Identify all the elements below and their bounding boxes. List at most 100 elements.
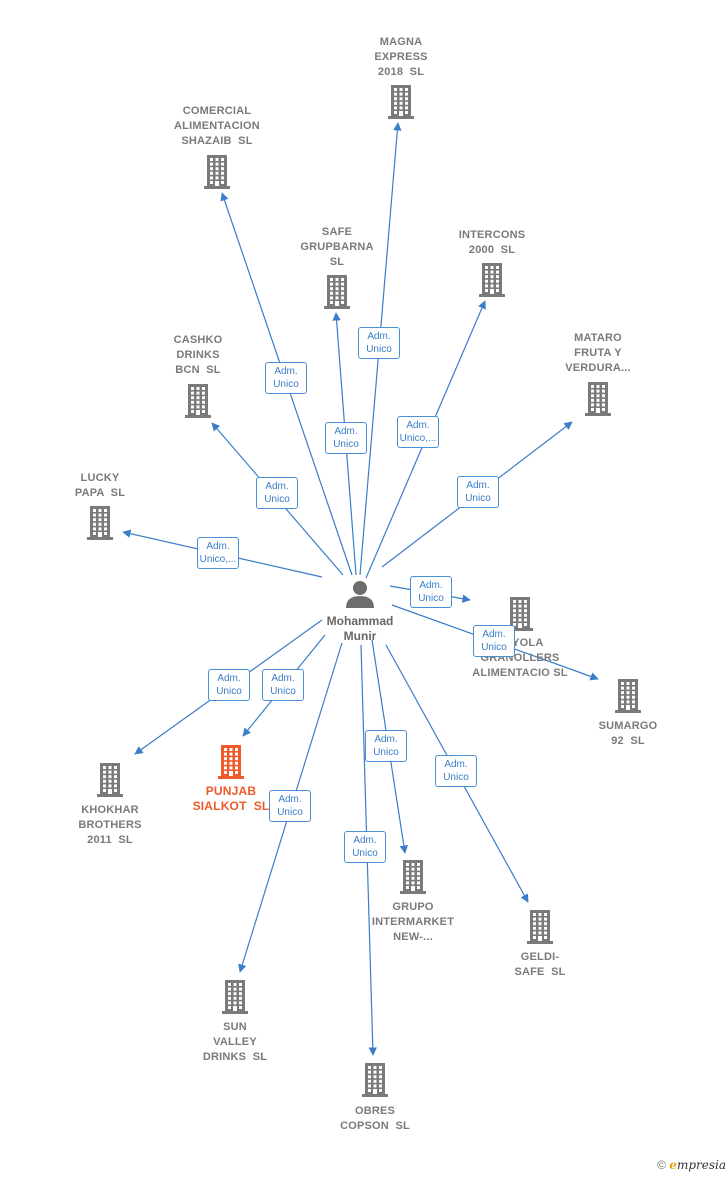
role-badge-grupo[interactable]: Adm. Unico (365, 730, 407, 762)
company-label-punjab-line: SIALKOT SL (192, 799, 270, 813)
company-label-safe-line: GRUPBARNA (300, 241, 374, 253)
icons-layer (87, 85, 641, 1097)
role-badge-text: Adm. (271, 673, 295, 684)
company-label-geldi[interactable]: GELDI- SAFE SL (480, 950, 600, 980)
building-icon[interactable] (585, 382, 611, 416)
role-badge-text: Adm. (482, 629, 506, 640)
building-icon[interactable] (527, 910, 553, 944)
company-label-safe-line: SAFE (321, 226, 353, 238)
company-label-magna-line: MAGNA (379, 36, 423, 48)
role-badge-text: Adm. (374, 734, 398, 745)
brand-logo[interactable]: empresia (669, 1158, 726, 1172)
role-badge-magna[interactable]: Adm.Unico (358, 327, 400, 359)
role-badge-text: Unico,... (399, 433, 437, 444)
company-label-comercial-line: COMERCIAL (182, 105, 252, 117)
role-badge-mataro[interactable]: Adm.Unico (457, 476, 499, 508)
company-label-geldi-line: GELDI- (520, 951, 560, 963)
role-badge-text: Unico (366, 344, 392, 355)
role-badge-text: Unico (465, 493, 491, 504)
company-label-intercons-line: 2000 SL (468, 244, 516, 256)
company-label-sunvalley-line: DRINKS SL (202, 1051, 268, 1063)
building-icon[interactable] (479, 263, 505, 297)
company-label-grupo-line: NEW-... (393, 931, 433, 943)
company-label-safe-line: SL (329, 256, 345, 268)
company-label-mataro-line: FRUTA Y (574, 347, 622, 359)
company-label-mataro-line: VERDURA... (565, 362, 631, 374)
role-badge-cashko[interactable]: Adm.Unico (256, 477, 298, 509)
role-badge-intercons[interactable]: Adm.Unico,... (397, 416, 439, 448)
role-badge-safe[interactable]: Adm.Unico (325, 422, 367, 454)
company-label-cashko-line: BCN SL (175, 364, 221, 376)
role-badge-text: Adm. (419, 580, 443, 591)
building-icon[interactable] (222, 980, 248, 1014)
building-icon[interactable] (400, 860, 426, 894)
role-badge-lucky[interactable]: Adm. Unico,... (197, 537, 239, 569)
role-badge-loyola[interactable]: Adm. Unico (410, 576, 452, 608)
company-label-obres[interactable]: OBRES COPSON SL (315, 1104, 435, 1134)
company-label-loyola-line: ALIMENTACIO SL (472, 667, 568, 679)
role-badge-khokhar[interactable]: Adm.Unico (208, 669, 250, 701)
company-label-grupo[interactable]: GRUPO INTERMARKET NEW-... (353, 900, 473, 945)
person-name-line: Mohammad (326, 614, 394, 628)
role-badge-text: Adm. (278, 794, 302, 805)
role-badge-text: Adm. (265, 481, 289, 492)
company-label-khokhar-line: 2011 SL (87, 834, 133, 846)
role-badge-sumargo[interactable]: Adm. Unico (473, 625, 515, 657)
company-label-obres-line: COPSON SL (340, 1120, 410, 1132)
role-badge-text: Unico (373, 747, 399, 758)
company-label-comercial-line: SHAZAIB SL (181, 135, 253, 147)
company-label-obres-line: OBRES (354, 1105, 396, 1117)
building-icon[interactable] (507, 597, 533, 631)
role-badge-sunvalley[interactable]: Adm.Unico (269, 790, 311, 822)
role-badge-text: Unico (270, 686, 296, 697)
building-icon[interactable] (362, 1063, 388, 1097)
company-label-geldi-line: SAFE SL (514, 966, 566, 978)
company-label-cashko-line: DRINKS (176, 349, 220, 361)
role-badge-punjab[interactable]: Adm. Unico (262, 669, 304, 701)
building-icon[interactable] (204, 155, 230, 189)
building-icon[interactable] (324, 275, 350, 309)
role-badge-text: Adm. (217, 673, 241, 684)
building-icon[interactable] (185, 384, 211, 418)
company-label-lucky-line: LUCKY (80, 472, 120, 484)
role-badge-text: Unico (481, 642, 507, 653)
role-badge-text: Unico (418, 593, 444, 604)
company-label-magna-line: EXPRESS (374, 51, 428, 63)
role-badge-text: Adm. (274, 366, 298, 377)
building-icon[interactable] (388, 85, 414, 119)
role-badge-text: Unico (333, 439, 359, 450)
role-badge-text: Unico (352, 848, 378, 859)
role-badge-text: Unico,... (199, 554, 237, 565)
role-badge-comercial[interactable]: Adm.Unico (265, 362, 307, 394)
company-label-mataro[interactable]: MATARO FRUTA Y VERDURA... (538, 331, 658, 376)
building-icon[interactable] (615, 679, 641, 713)
footer: © empresia (657, 1158, 726, 1172)
company-label-sunvalley-line: SUN (223, 1021, 247, 1033)
role-badge-geldi[interactable]: Adm. Unico (435, 755, 477, 787)
person-icon[interactable] (346, 581, 374, 608)
role-badge-text: Adm. (353, 835, 377, 846)
role-badge-text: Adm. (206, 541, 230, 552)
company-label-comercial-line: ALIMENTACION (174, 120, 260, 132)
role-badge-text: Unico (443, 772, 469, 783)
company-label-mataro-line: MATARO (574, 332, 622, 344)
company-label-grupo-line: GRUPO (392, 901, 434, 913)
company-label-grupo-line: INTERMARKET (371, 916, 455, 928)
role-badge-text: Adm. (444, 759, 468, 770)
building-icon[interactable] (218, 745, 244, 779)
building-icon[interactable] (87, 506, 113, 540)
company-label-safe[interactable]: SAFE GRUPBARNA SL (277, 225, 397, 270)
building-icon[interactable] (97, 763, 123, 797)
role-badge-obres[interactable]: Adm. Unico (344, 831, 386, 863)
company-label-comercial[interactable]: COMERCIAL ALIMENTACION SHAZAIB SL (157, 104, 277, 149)
company-label-khokhar-line: KHOKHAR (81, 804, 139, 816)
